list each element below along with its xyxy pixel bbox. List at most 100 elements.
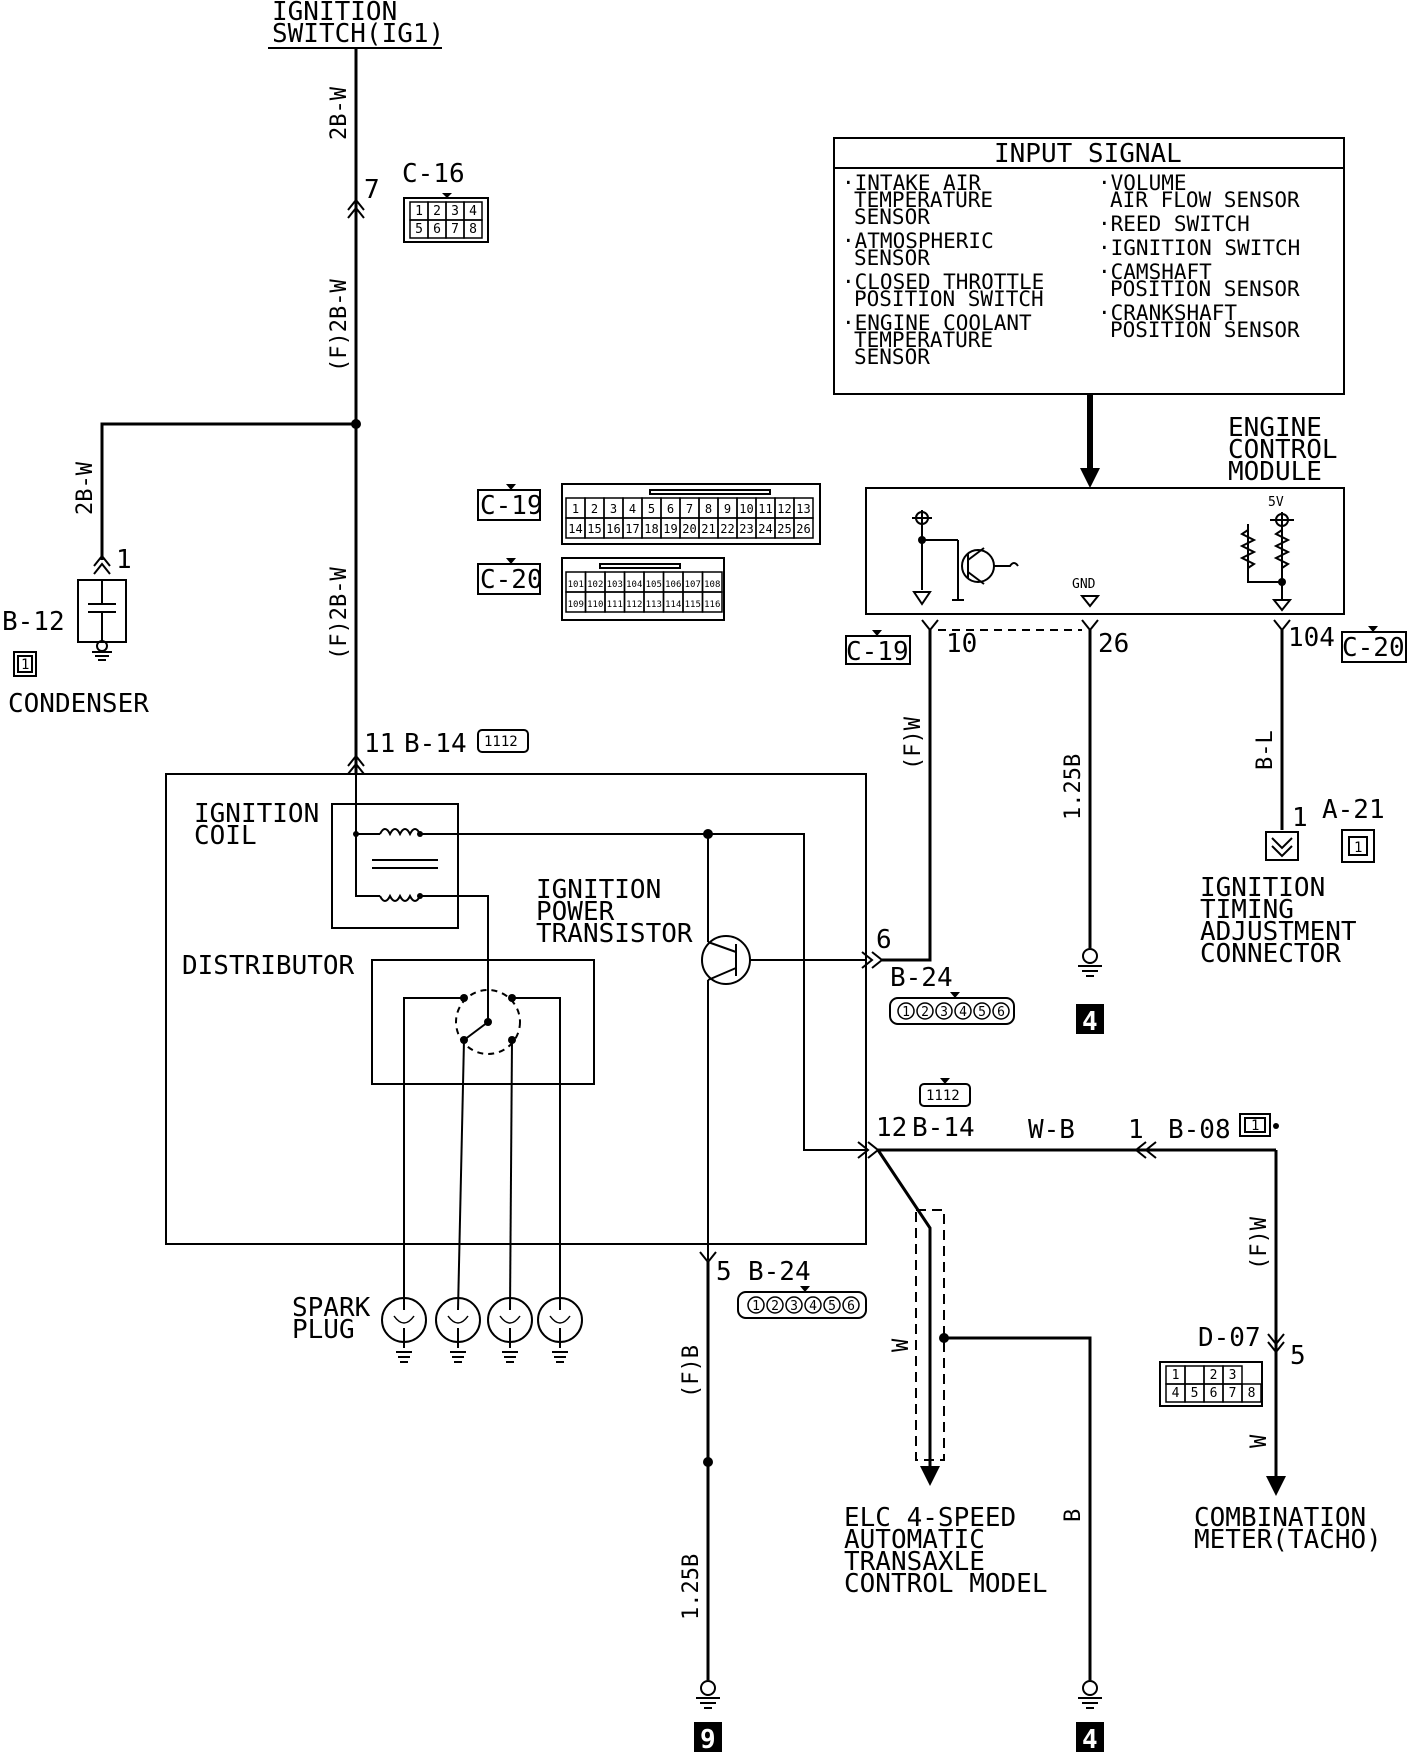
c20-pin-cell xyxy=(701,591,723,613)
svg-text:D-07: D-07 xyxy=(1198,1323,1261,1353)
c20-pin-label: 116 xyxy=(704,600,720,610)
input-signal-item: ·ENGINE COOLANT xyxy=(842,311,1032,335)
b24-upper-pin xyxy=(973,1002,991,1020)
svg-text:1: 1 xyxy=(1251,1118,1259,1134)
input-signal-item: ·CLOSED THROTTLE xyxy=(842,270,1044,294)
svg-text:IGNITION: IGNITION xyxy=(1200,873,1325,903)
b24-upper-pin-label: 2 xyxy=(921,1005,929,1020)
svg-text:COIL: COIL xyxy=(194,821,257,851)
b24-lower-pin-label: 2 xyxy=(771,1299,779,1314)
b24-upper-pin-label: 4 xyxy=(959,1005,967,1020)
c20-pin-label: 103 xyxy=(607,580,623,590)
c19-pin-label: 8 xyxy=(705,502,712,516)
svg-text:METER(TACHO): METER(TACHO) xyxy=(1194,1525,1382,1555)
svg-text:DISTRIBUTOR: DISTRIBUTOR xyxy=(182,951,355,981)
c19-pin-label: 4 xyxy=(629,502,636,516)
svg-text:5: 5 xyxy=(1290,1341,1306,1371)
input-signal-item: SENSOR xyxy=(854,345,930,369)
svg-text:(F)2B-W: (F)2B-W xyxy=(327,279,352,372)
c19-pin-label: 1 xyxy=(572,502,579,516)
svg-text:COMBINATION: COMBINATION xyxy=(1194,1503,1366,1533)
input-signal-item: ·REED SWITCH xyxy=(1098,212,1250,236)
svg-text:1: 1 xyxy=(1292,803,1308,833)
c20-pin-label: 112 xyxy=(626,600,642,610)
ignition-power-transistor: IGNITION POWER TRANSISTOR xyxy=(536,834,884,1260)
b24-lower-pin-label: 4 xyxy=(809,1299,817,1314)
d07-pin-label: 3 xyxy=(1229,1368,1237,1383)
svg-text:CONNECTOR: CONNECTOR xyxy=(1200,939,1341,969)
c20-pin-label: 111 xyxy=(607,600,623,610)
input-signal-item: ·ATMOSPHERIC xyxy=(842,229,994,253)
c19-pin-label: 22 xyxy=(720,522,734,536)
ignition-coil: IGNITION COIL xyxy=(194,774,866,1151)
c19-pin-label: 21 xyxy=(701,522,715,536)
svg-text:C-16: C-16 xyxy=(402,159,465,189)
input-signal-item: ·IGNITION SWITCH xyxy=(1098,236,1300,260)
d07-pin-label: 5 xyxy=(1191,1386,1199,1401)
c19-pin-label: 9 xyxy=(724,502,731,516)
input-signal-item: POSITION SENSOR xyxy=(1110,277,1300,301)
elc-label: ELC 4-SPEED AUTOMATIC TRANSAXLE CONTROL … xyxy=(844,1503,1048,1599)
c16-pin-label: 2 xyxy=(433,204,441,219)
c20-pin-label: 110 xyxy=(587,600,603,610)
svg-text:TRANSAXLE: TRANSAXLE xyxy=(844,1547,985,1577)
b24-lower-pin-label: 6 xyxy=(847,1299,855,1314)
b24-upper-pin xyxy=(954,1002,972,1020)
svg-text:10: 10 xyxy=(946,629,977,659)
ignition-switch-label: IGNITION SWITCH(IG1) xyxy=(268,0,444,49)
d07-pin-label: 6 xyxy=(1210,1386,1218,1401)
svg-text:1: 1 xyxy=(1128,1115,1144,1145)
svg-text:ADJUSTMENT: ADJUSTMENT xyxy=(1200,917,1357,947)
d07-pin-label: 7 xyxy=(1229,1386,1237,1401)
b24-lower-pin xyxy=(766,1296,784,1314)
c19-pin-label: 18 xyxy=(644,522,658,536)
ecm-pin-26: 26 1.25B 4 xyxy=(1061,619,1129,1037)
main-feed-wire: 2B-W (F)2B-W (F)2B-W xyxy=(327,48,361,774)
input-signal-item: ·CAMSHAFT xyxy=(1098,260,1212,284)
svg-text:B-08: B-08 xyxy=(1168,1115,1231,1145)
distributor: DISTRIBUTOR xyxy=(182,951,595,1311)
svg-text:SWITCH(IG1): SWITCH(IG1) xyxy=(272,19,444,49)
c16-pin-label: 8 xyxy=(469,222,477,237)
svg-text:4: 4 xyxy=(1082,1007,1098,1037)
connector-b14-top: 11 B-14 1112 xyxy=(347,729,529,775)
svg-text:1: 1 xyxy=(21,657,29,673)
connector-b14-bottom: 1112 12 B-14 W-B 1 B-08 1 xyxy=(857,1078,1279,1159)
c20-pin-label: 104 xyxy=(626,580,642,590)
b24-upper-pin xyxy=(897,1002,915,1020)
d07-pin-cell xyxy=(1241,1383,1262,1403)
c19-pin-label: 25 xyxy=(777,522,791,536)
svg-text:MODULE: MODULE xyxy=(1228,457,1322,487)
input-signal-item: POSITION SENSOR xyxy=(1110,318,1300,342)
b24-lower-pin xyxy=(842,1296,860,1314)
svg-text:11: 11 xyxy=(364,729,395,759)
svg-text:1.25B: 1.25B xyxy=(1061,754,1086,820)
c20-pin-label: 113 xyxy=(646,600,662,610)
c19-pin-label: 5 xyxy=(648,502,655,516)
ignition-assembly-box xyxy=(165,773,867,1245)
svg-text:(F)W: (F)W xyxy=(901,716,926,770)
b24-lower-pin-label: 5 xyxy=(828,1299,836,1314)
svg-text:C-20: C-20 xyxy=(1342,633,1405,663)
c19-pin-label: 7 xyxy=(686,502,693,516)
input-signal-left-list: ·INTAKE AIRTEMPERATURESENSOR·ATMOSPHERIC… xyxy=(842,171,1044,369)
c16-pin-label: 7 xyxy=(451,222,459,237)
svg-text:1: 1 xyxy=(1354,840,1362,856)
d07-pin-label: 1 xyxy=(1172,1368,1180,1383)
c16-pin-label: 1 xyxy=(415,204,423,219)
svg-text:B-24: B-24 xyxy=(890,963,953,993)
b24-upper-pin-label: 6 xyxy=(997,1005,1005,1020)
input-signal-item: ·INTAKE AIR xyxy=(842,171,981,195)
b24-upper-pin-label: 1 xyxy=(902,1005,910,1020)
c19-pin-label: 19 xyxy=(663,522,677,536)
b24-lower-pin-label: 1 xyxy=(752,1299,760,1314)
svg-text:5: 5 xyxy=(716,1257,732,1287)
